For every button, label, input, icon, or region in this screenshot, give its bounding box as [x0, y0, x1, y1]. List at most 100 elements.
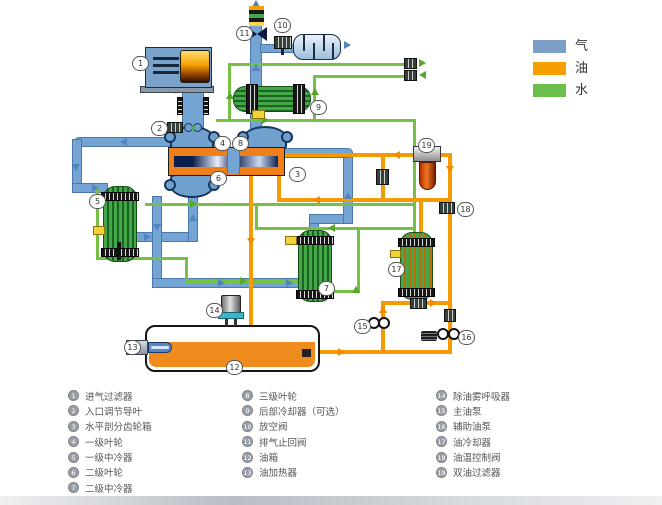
legend: 气 油 水: [533, 40, 643, 100]
item-number-badge: 13: [242, 466, 253, 478]
item-number-badge: 7: [68, 482, 79, 494]
item-label: 放空阀: [259, 422, 288, 434]
oil-pipe: [448, 153, 452, 354]
water-pipe: [357, 227, 360, 292]
item-label: 油冷却器: [453, 437, 492, 449]
water-pipe: [255, 204, 258, 230]
item-number-badge: 8: [242, 390, 253, 401]
cooler-tube-sheet: [101, 192, 139, 201]
breather-leg: [234, 319, 237, 326]
silencer-baffle: [332, 43, 334, 59]
item-label: 后部冷却器（可选）: [259, 406, 345, 418]
flow-arrow: [226, 92, 234, 99]
water-pipe: [313, 75, 408, 78]
item-number-badge: 16: [436, 420, 447, 432]
legend-label-oil: 油: [575, 61, 589, 76]
silencer-baffle: [313, 43, 315, 59]
water-pipe: [413, 119, 416, 234]
item-label: 排气止回阀: [259, 437, 307, 449]
legend-row-oil: 油: [533, 62, 643, 76]
parts-list-item: 3 水平剖分齿轮箱: [68, 420, 152, 434]
water-pipe: [313, 75, 316, 122]
legend-row-air: 气: [533, 40, 643, 54]
component-badge-11: 11: [236, 26, 253, 41]
item-number-badge: 12: [242, 451, 253, 463]
legend-row-water: 水: [533, 84, 643, 98]
cooler-tube-sheet: [398, 238, 435, 247]
item-label: 除油雾呼吸器: [453, 391, 511, 403]
item-number-badge: 15: [436, 405, 447, 417]
water-pipe: [145, 203, 414, 206]
vent-valve: [274, 36, 292, 49]
oil-pipe: [249, 176, 253, 326]
heater-core: [151, 346, 169, 349]
flow-arrow: [144, 233, 151, 241]
cooler-tube-sheet: [398, 288, 435, 297]
component-badge-12: 12: [226, 360, 243, 375]
duct-expansion-joint: [203, 97, 209, 115]
item-label: 油箱: [259, 453, 279, 465]
item-label: 三级叶轮: [259, 391, 298, 403]
legend-swatch-water: [533, 84, 566, 97]
item-number-badge: 2: [68, 405, 79, 417]
parts-list-item: 11 排气止回阀: [242, 436, 345, 449]
duct-expansion-joint: [177, 97, 183, 115]
flow-arrow: [344, 192, 352, 199]
oil-pipe: [318, 350, 452, 354]
oil-heater-element: [148, 342, 172, 353]
suction-strainer: [302, 349, 311, 357]
item-number-badge: 5: [68, 451, 79, 463]
parts-list-item: 8 三级叶轮: [242, 390, 345, 403]
discharge-joint: [249, 6, 264, 26]
item-label: 一级叶轮: [85, 437, 124, 449]
gearbox-crossover-pipe: [227, 148, 240, 174]
item-label: 二级叶轮: [85, 468, 124, 480]
item-label: 进气过滤器: [85, 391, 133, 403]
water-pipe: [96, 257, 188, 260]
component-badge-4: 4: [214, 136, 231, 151]
silencer-baffle: [323, 35, 325, 51]
flow-arrow: [393, 151, 400, 159]
water-pipe: [334, 290, 360, 293]
water-pipe: [228, 63, 408, 66]
flow-arrow: [430, 299, 437, 307]
gearbox: [168, 147, 285, 176]
dual-oil-filter-body: [419, 162, 436, 190]
item-label: 水平剖分齿轮箱: [85, 422, 152, 434]
flow-arrow: [419, 59, 426, 67]
item-label: 主油泵: [453, 406, 482, 418]
item-number-badge: 11: [242, 436, 253, 448]
cooler-tag: [390, 250, 401, 258]
bottom-edge-strip: [0, 496, 662, 505]
flow-arrow: [338, 348, 345, 356]
item-label: 油温控制阀: [453, 453, 501, 465]
item-number-badge: 14: [436, 390, 447, 401]
oil-line-connector: [444, 309, 456, 322]
air-pipe: [343, 152, 353, 224]
flow-arrow: [419, 71, 426, 79]
filter-element-line: [153, 71, 179, 74]
oil-mist-breather: [221, 295, 241, 313]
component-badge-17: 17: [388, 262, 405, 277]
flow-arrow: [72, 164, 80, 171]
item-number-badge: 17: [436, 436, 447, 448]
component-badge-19: 19: [418, 138, 435, 153]
component-badge-10: 10: [274, 18, 291, 33]
flow-arrow: [92, 184, 99, 192]
component-badge-16: 16: [458, 330, 475, 345]
vent-valve-stem: [281, 49, 284, 55]
motor-cylinder: [180, 50, 210, 83]
item-number-badge: 3: [68, 420, 79, 432]
component-badge-3: 3: [289, 167, 306, 182]
